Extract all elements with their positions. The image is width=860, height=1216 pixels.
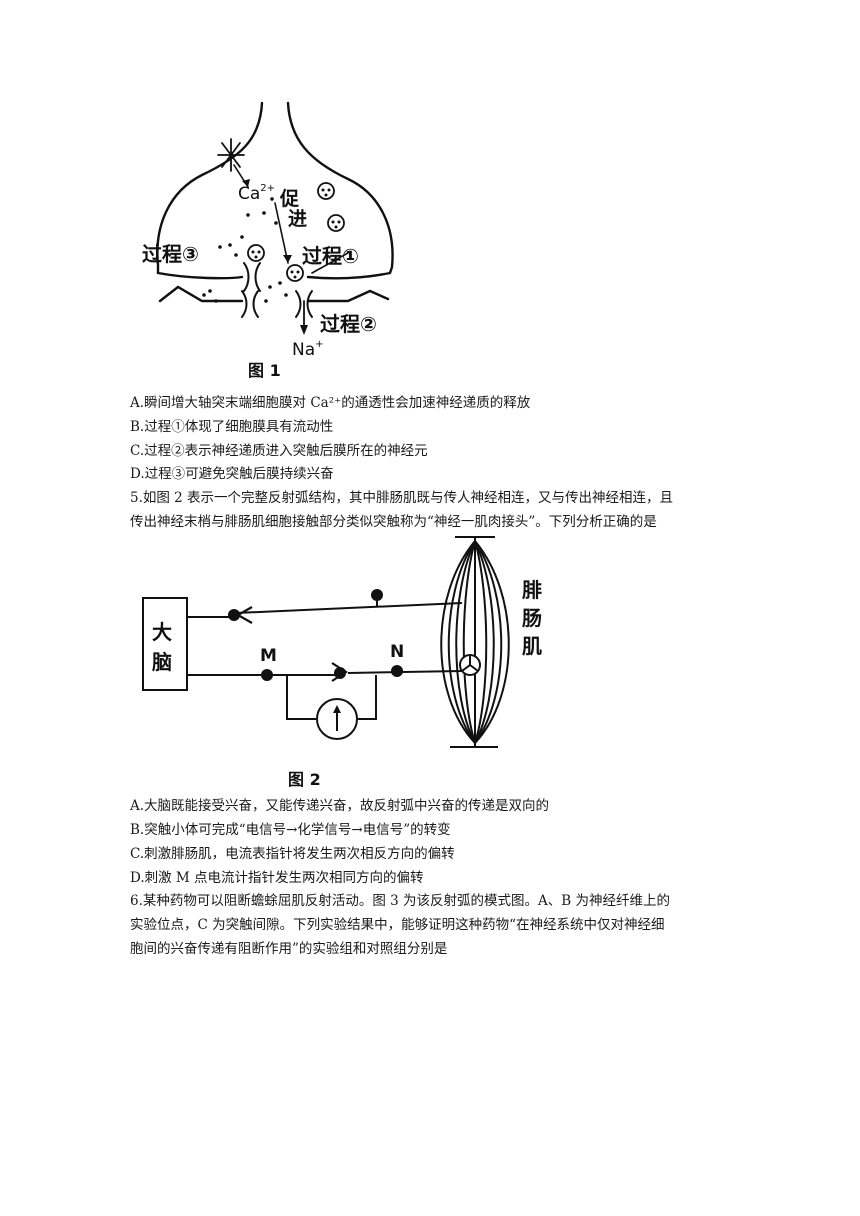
- point-n-dot: [391, 665, 403, 677]
- label-m: M: [260, 646, 277, 666]
- q5-stem-line-2: 传出神经末梢与腓肠肌细胞接触部分类似突触称为“神经一肌肉接头”。下列分析正确的是: [130, 514, 657, 530]
- figure-1-caption: 图 1: [248, 361, 281, 380]
- promote-label-2: 进: [288, 208, 307, 230]
- q5-option-a: A.大脑既能接受兴奋，又能传递兴奋，故反射弧中兴奋的传递是双向的: [130, 798, 550, 814]
- figure-1-synapse-diagram: Ca2+ 促 进 过程③ 过程① 过程② Na+ 图 1: [142, 101, 394, 380]
- muscle-label-3: 肌: [522, 634, 542, 658]
- process-2-label: 过程②: [320, 312, 377, 336]
- q4-option-d: D.过程③可避免突触后膜持续兴奋: [130, 466, 334, 482]
- q4-option-c: C.过程②表示神经递质进入突触后膜所在的神经元: [130, 443, 428, 459]
- brain-label-2: 脑: [152, 650, 172, 674]
- label-n: N: [390, 642, 404, 662]
- galvanometer: [316, 698, 358, 740]
- na-label: Na+: [292, 339, 324, 360]
- axon-terminal-outline: [156, 101, 394, 280]
- q5-option-d: D.刺激 M 点电流计指针发生两次相同方向的偏转: [130, 870, 424, 886]
- calcium-channel-icon: [217, 138, 245, 172]
- point-m-dot: [261, 669, 273, 681]
- muscle-label-1: 腓: [522, 578, 542, 602]
- promote-label-1: 促: [279, 187, 299, 210]
- q4-option-a: A.瞬间增大轴突末端细胞膜对 Ca²⁺的通透性会加速神经递质的释放: [130, 395, 531, 411]
- q5-option-b: B.突触小体可完成“电信号→化学信号→电信号”的转变: [130, 822, 451, 838]
- figure-2-reflex-arc-diagram: 大 脑 M N 腓 肠 肌 图 2: [142, 536, 542, 789]
- q4-option-b: B.过程①体现了细胞膜具有流动性: [130, 419, 334, 435]
- q6-stem-line-2: 实验位点，C 为突触间隙。下列实验结果中，能够证明这种药物“在神经系统中仅对神经…: [130, 917, 665, 933]
- brain-box: [142, 597, 188, 691]
- q5-stem-line-1: 5.如图 2 表示一个完整反射弧结构，其中腓肠肌既与传人神经相连，又与传出神经相…: [130, 490, 674, 506]
- q6-stem-line-3: 胞间的兴奋传递有阻断作用”的实验组和对照组分别是: [130, 941, 448, 957]
- postsynaptic-membrane: [158, 285, 390, 303]
- process-1-label: 过程①: [302, 244, 359, 268]
- q6-stem-line-1: 6.某种药物可以阻断蟾蜍屈肌反射活动。图 3 为该反射弧的模式图。A、B 为神经…: [130, 893, 671, 909]
- process-3-label: 过程③: [142, 242, 199, 266]
- muscle-label-2: 肠: [522, 606, 542, 630]
- q5-option-c: C.刺激腓肠肌，电流表指针将发生两次相反方向的偏转: [130, 846, 455, 862]
- brain-label-1: 大: [152, 620, 172, 644]
- figure-2-caption: 图 2: [288, 770, 321, 789]
- ca-label: Ca2+: [238, 183, 275, 204]
